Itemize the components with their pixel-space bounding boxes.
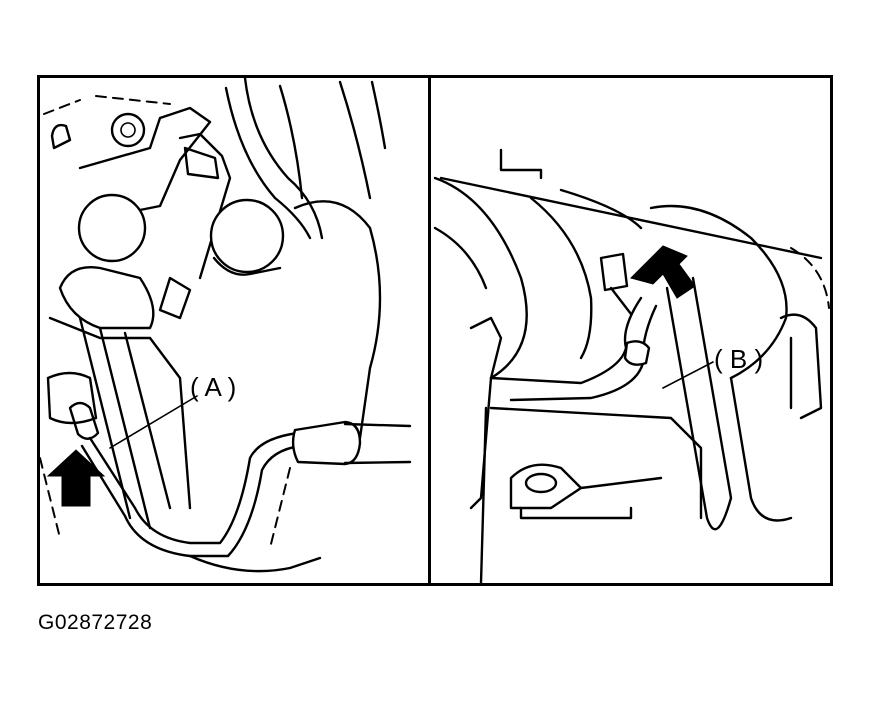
port-flange — [509, 463, 583, 510]
right-bracket — [779, 313, 823, 420]
top-notch — [499, 148, 543, 180]
reservoir-cap-left — [77, 193, 147, 263]
leader-line-a — [109, 395, 198, 449]
hub-edge — [529, 196, 593, 360]
disc-inner — [433, 226, 488, 290]
dashed-edge-top — [43, 95, 171, 115]
top-edge-line — [439, 176, 823, 260]
dashed-wheel — [790, 247, 830, 309]
rail-line-2 — [98, 326, 152, 530]
bracket — [78, 106, 212, 212]
label-b: ( B ) — [714, 344, 763, 374]
dashed-edge-left — [40, 457, 61, 539]
tank-line-1 — [278, 84, 304, 200]
rail-line-1 — [78, 316, 132, 520]
sensor-block — [599, 252, 629, 292]
sensor-wire — [609, 286, 633, 316]
right-panel-illustration: ( B ) — [433, 148, 830, 583]
small-knob — [50, 123, 72, 150]
label-a: ( A ) — [190, 372, 236, 402]
pipe-upper — [489, 296, 643, 385]
bolt-cap-inner — [120, 122, 136, 138]
housing-top — [489, 406, 703, 520]
pipe-fitting — [68, 401, 100, 440]
hub-top — [559, 188, 643, 230]
port-line — [579, 476, 663, 490]
housing-left — [469, 316, 503, 510]
bolt-head — [158, 276, 192, 320]
side-block — [46, 371, 98, 425]
bottom-curve — [188, 554, 322, 573]
rail-line-3 — [123, 331, 172, 510]
hose-b — [665, 276, 733, 531]
cap-base — [212, 256, 282, 276]
disc-outer — [433, 176, 528, 380]
bolt-cap — [110, 112, 146, 148]
hose-top-inner — [243, 78, 324, 240]
hose-end — [343, 422, 412, 465]
dashed-edge-bottom — [269, 467, 291, 549]
right-wheel-lower — [729, 376, 793, 522]
tank-body-edge — [293, 200, 382, 440]
clip — [183, 146, 220, 180]
pipe-a-outer — [88, 431, 300, 545]
reservoir-body — [58, 266, 155, 330]
port-hole — [524, 472, 558, 494]
diagram-frame — [37, 75, 833, 586]
pipe-clamp — [623, 340, 651, 366]
left-panel-illustration: ( A ) — [40, 78, 412, 573]
pipe-a-inner — [80, 444, 302, 558]
reservoir-cap-right — [209, 198, 285, 274]
wheel-outer — [649, 204, 788, 380]
panel-divider — [428, 75, 431, 586]
port-base — [519, 506, 633, 520]
tank-line-2 — [338, 80, 372, 200]
leader-line-b — [662, 361, 714, 389]
hose-top-outer — [224, 86, 312, 240]
arrow-up-icon — [46, 449, 106, 507]
tank-line-3 — [370, 80, 387, 150]
housing-side — [479, 406, 488, 583]
figure-id: G02872728 — [38, 611, 153, 634]
arrow-icon — [630, 245, 696, 299]
pipe-sleeve — [291, 420, 362, 466]
